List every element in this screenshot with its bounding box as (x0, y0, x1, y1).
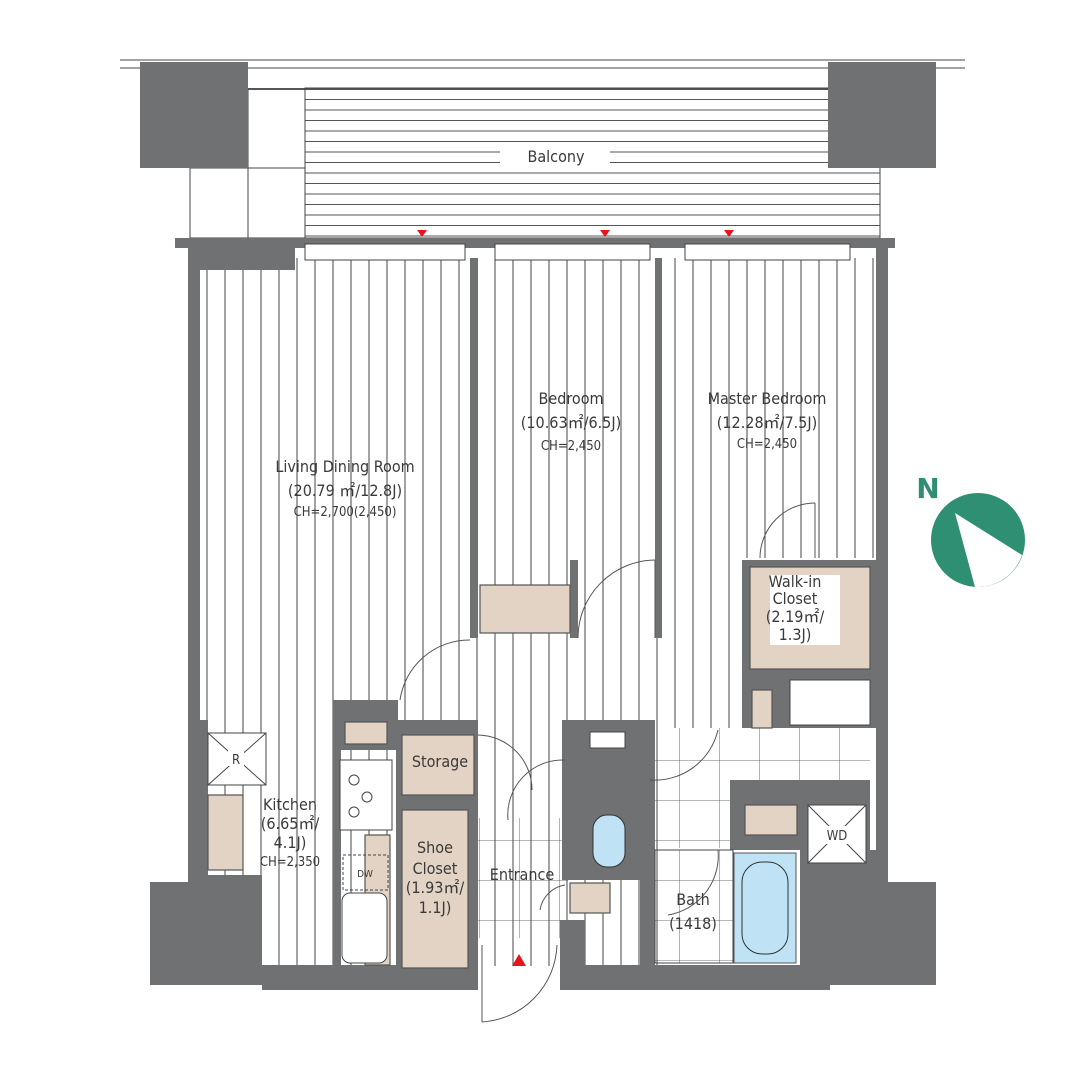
kitchen-ceiling: CH=2,350 (260, 855, 320, 870)
kitchen-area2: 4.1J) (274, 833, 307, 852)
pillar (150, 882, 262, 985)
kitchen-name: Kitchen (263, 795, 317, 814)
master-name: Master Bedroom (708, 389, 827, 408)
shoe-closet (401, 809, 469, 969)
walkin-line2: Closet (773, 589, 818, 608)
entrance-label: Entrance (490, 865, 555, 884)
dishwasher-label: DW (357, 869, 373, 880)
master-area: (12.28㎡/7.5J) (717, 413, 817, 432)
compass-needle-icon (955, 513, 1022, 588)
bath-label: Bath (676, 890, 709, 909)
bedroom-floor (478, 258, 656, 638)
hall-floor (478, 638, 568, 818)
washer-label: WD (827, 829, 848, 844)
compass-north-label: N (916, 472, 939, 505)
living-name: Living Dining Room (275, 457, 414, 476)
washroom-cabinet (744, 804, 798, 836)
shoe-line2: Closet (413, 859, 458, 878)
bedroom-name: Bedroom (538, 389, 603, 408)
master-floor (662, 258, 876, 558)
shoe-line1: Shoe (417, 838, 453, 857)
pillar (828, 882, 936, 985)
master-ceiling: CH=2,450 (737, 437, 797, 452)
toilet-tank (589, 731, 626, 749)
entrance-floor (478, 818, 568, 938)
bedroom-ceiling: CH=2,450 (541, 439, 601, 454)
shoe-line4: 1.1J) (419, 898, 452, 917)
window-markers (417, 230, 734, 237)
bathtub (733, 852, 797, 964)
linen-cabinet (751, 689, 773, 729)
living-ceiling: CH=2,700(2,450) (294, 505, 397, 520)
pantry (207, 794, 244, 871)
bath-floor (654, 849, 734, 964)
bathtub-basin (741, 861, 789, 955)
bedroom-area: (10.63㎡/6.5J) (521, 413, 621, 432)
dishwasher (342, 854, 389, 891)
room-labels: Living Dining Room (20.79 ㎡/12.8J) CH=2,… (260, 389, 827, 933)
pillar (140, 62, 248, 168)
kitchen-cabinet (344, 721, 388, 745)
toilet (592, 814, 626, 868)
walkin-line3: (2.19㎡/ (766, 607, 825, 626)
walkin-line1: Walk-in (769, 572, 822, 591)
windows (304, 243, 851, 261)
shoe-line3: (1.93㎡/ (406, 878, 465, 897)
washer: WD (807, 804, 867, 864)
compass: N (916, 472, 1025, 588)
master-floor-lower (662, 558, 742, 728)
doors (399, 502, 816, 1023)
living-area: (20.79 ㎡/12.8J) (288, 481, 402, 500)
burner-icon (348, 774, 373, 818)
storage (401, 734, 475, 796)
balcony: Balcony (120, 59, 965, 239)
storage-label: Storage (412, 752, 468, 771)
entrance-marker (512, 954, 526, 966)
pillar (828, 62, 936, 168)
stove (339, 759, 393, 831)
bedroom-closet (479, 584, 571, 634)
balcony-label: Balcony (527, 147, 585, 166)
bath-size: (1418) (669, 914, 717, 933)
kitchen-sink (341, 892, 388, 964)
fridge-label: R (232, 753, 240, 768)
kitchen-area: (6.65㎡/ (261, 814, 320, 833)
entrance-cabinet (569, 882, 611, 914)
walkin-line4: 1.3J) (779, 625, 812, 644)
vanity-sink (789, 679, 871, 726)
fridge: R (207, 732, 267, 786)
